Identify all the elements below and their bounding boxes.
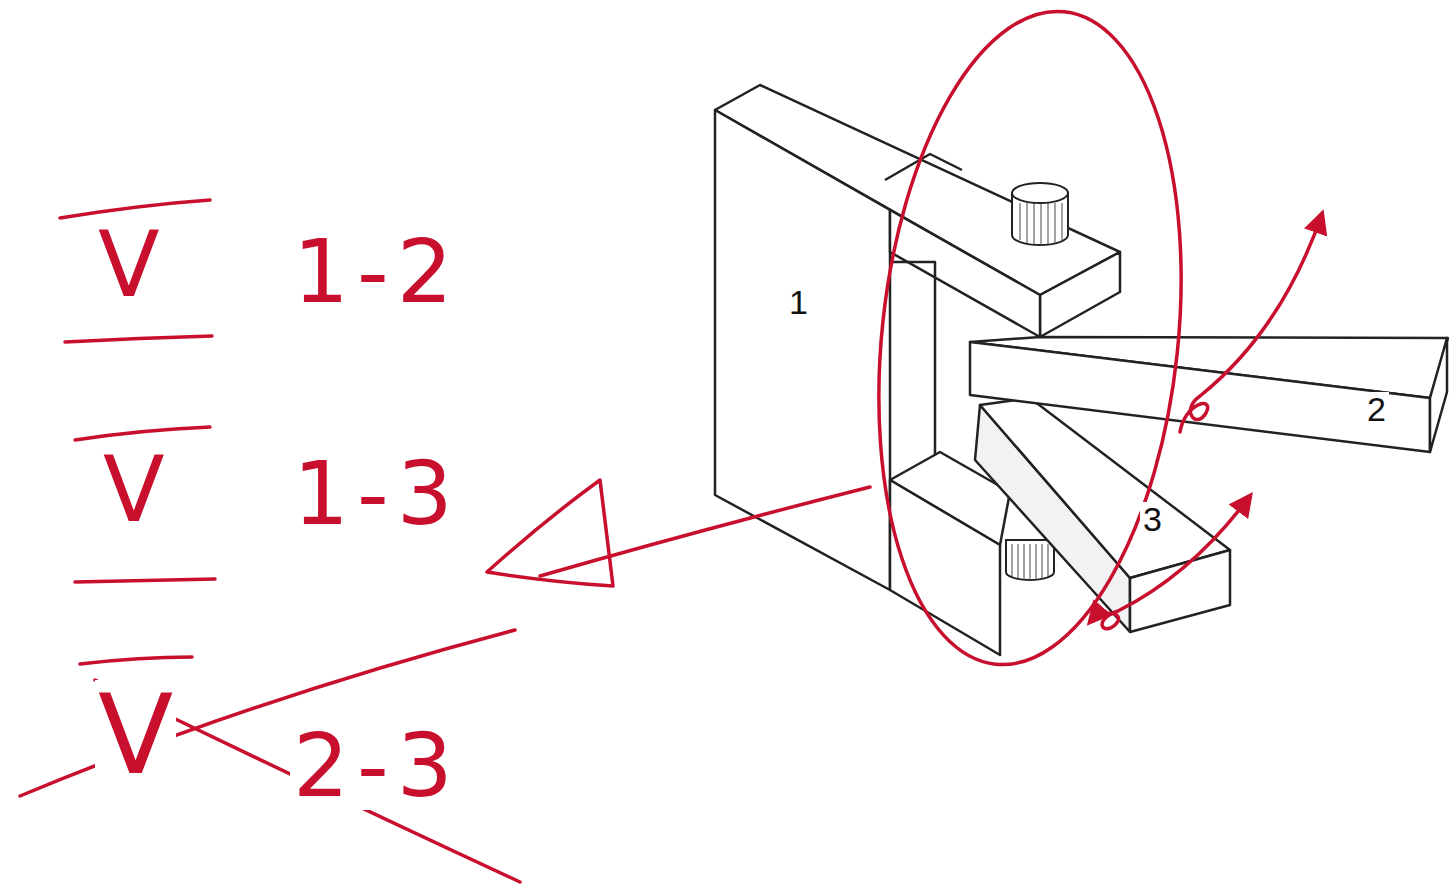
bar-end-face — [1430, 338, 1447, 452]
overline-mark — [75, 427, 210, 440]
pin-body — [1006, 540, 1054, 580]
triangle-symbol — [487, 480, 613, 586]
annotation-marks — [20, 0, 1322, 882]
link-bar — [970, 337, 1448, 452]
strike-mark — [95, 680, 520, 882]
bar-end-face — [1130, 550, 1230, 632]
part-number: 1 — [786, 285, 811, 319]
underline-mark — [75, 579, 215, 582]
link-bar — [975, 398, 1230, 632]
pin-knurl — [1020, 203, 1062, 245]
pin-symbol — [1012, 183, 1068, 245]
link-pair: 2-3 — [290, 722, 464, 810]
pin-symbol — [1006, 540, 1054, 580]
underline-mark — [65, 336, 212, 342]
overline-mark — [60, 200, 210, 218]
arm-end-face — [1040, 252, 1120, 337]
rotation-arrow — [1090, 496, 1250, 629]
overline-mark — [80, 657, 192, 664]
pin-head — [1012, 183, 1068, 203]
axis-ellipse — [849, 0, 1212, 680]
pair-class-numeral: V — [95, 680, 176, 790]
pin-knurl — [1012, 544, 1048, 580]
part-number: 2 — [1364, 392, 1389, 426]
slot-edge — [885, 154, 962, 180]
link-pair: 1-3 — [290, 450, 464, 538]
pair-class-numeral: V — [100, 445, 168, 535]
rotation-arrow — [1180, 214, 1322, 432]
pair-class-numeral: V — [95, 220, 163, 310]
part-number: 3 — [1140, 502, 1165, 536]
link-pair: 1-2 — [290, 228, 464, 316]
opening-edge — [890, 262, 935, 455]
leader-line — [540, 487, 870, 576]
bar-top-face — [980, 398, 1230, 578]
plate-face — [715, 110, 890, 590]
